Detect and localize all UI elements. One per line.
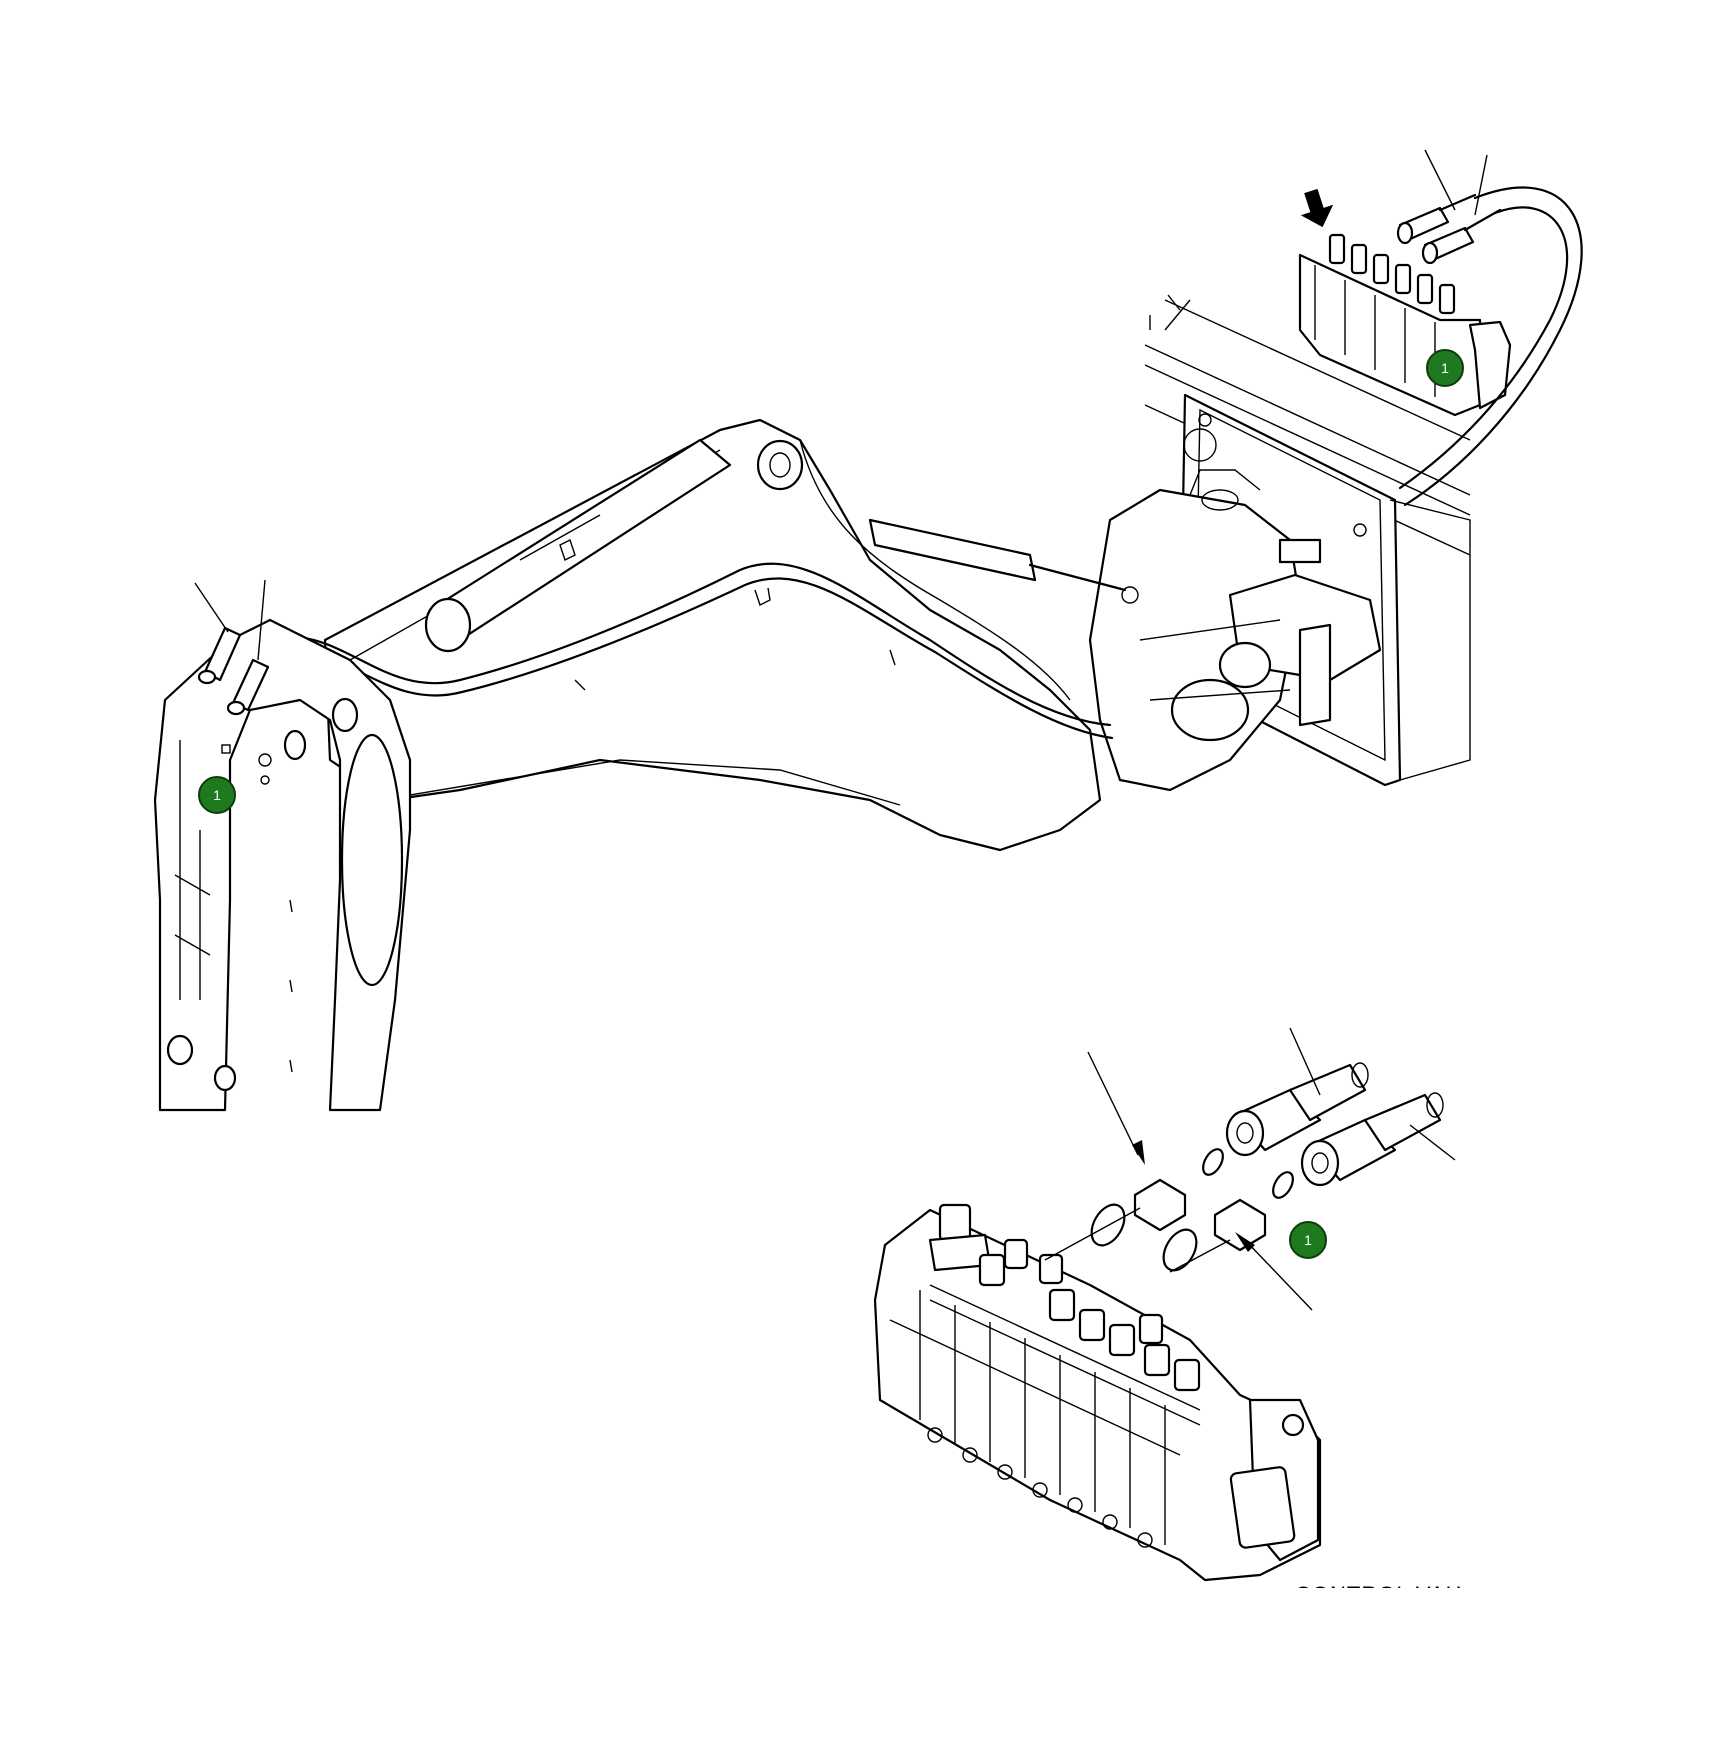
callout-label-top-valve: 1 [1441, 360, 1449, 376]
callout-badge-boom: 1 [198, 776, 236, 814]
caption-clip: CONTROL VALVE [1295, 1582, 1489, 1607]
control-valve-detail [873, 1203, 1322, 1582]
swing-tower [1088, 469, 1382, 792]
control-valve-top [1298, 233, 1512, 417]
boom-hose-fittings [194, 579, 270, 716]
dipper-stick [153, 618, 412, 1112]
top-hose-fittings [1396, 193, 1502, 265]
caption-control-valve: CONTROL VALVE [1295, 1582, 1489, 1607]
hose-loop [1398, 186, 1583, 507]
leader-lines-detail [1087, 1027, 1456, 1311]
callout-badge-detail: 1 [1289, 1221, 1327, 1259]
callout-badge-top-valve: 1 [1426, 349, 1464, 387]
detail-fittings [1044, 1062, 1444, 1273]
callout-label-boom: 1 [213, 787, 221, 803]
leader-lines-top [1424, 149, 1488, 216]
arrow-top-valve [1300, 188, 1334, 228]
boom-arm [263, 418, 1139, 861]
callout-label-detail: 1 [1304, 1232, 1312, 1248]
